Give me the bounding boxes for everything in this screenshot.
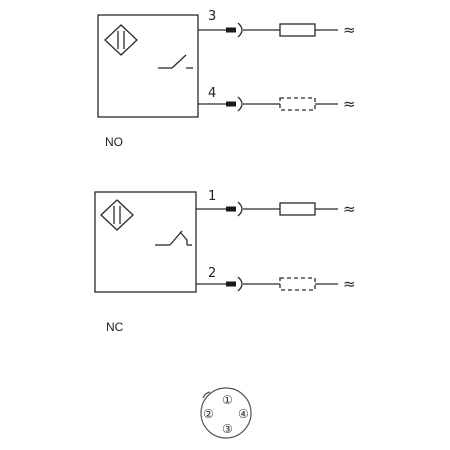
no-connector-top-icon <box>226 22 243 38</box>
connector-pin-2: ② <box>203 407 214 421</box>
nc-sensor-symbol-icon <box>100 199 134 231</box>
no-pin-bottom-label: 4 <box>208 86 216 101</box>
connector-pinout: ① ② ③ ④ <box>200 387 252 439</box>
no-section: 3 ≈ 4 ≈ NO <box>97 9 356 149</box>
nc-load-bottom-dashed <box>279 277 316 291</box>
connector-key-notch <box>202 391 211 399</box>
nc-ac-symbol-bottom: ≈ <box>343 275 356 293</box>
nc-connector-top-icon <box>226 201 243 217</box>
nc-section: 1 ≈ 2 ≈ NC <box>94 189 356 334</box>
nc-connector-bottom-icon <box>226 276 243 292</box>
nc-pin-bottom-label: 2 <box>208 266 216 281</box>
no-ac-symbol-top: ≈ <box>343 21 356 39</box>
nc-contact-switch-icon <box>155 230 192 246</box>
nc-ac-symbol-top: ≈ <box>343 200 356 218</box>
nc-sensor-box <box>94 191 197 293</box>
no-connector-bottom-icon <box>226 96 243 112</box>
connector-pin-1: ① <box>222 393 233 407</box>
no-load-top <box>279 23 316 37</box>
connector-pin-3: ③ <box>222 422 233 436</box>
no-contact-switch-icon <box>158 54 193 69</box>
connector-outline <box>200 387 252 439</box>
no-pin-top-label: 3 <box>208 9 216 24</box>
no-sensor-symbol-icon <box>104 24 138 56</box>
no-label: NO <box>105 135 123 149</box>
connector-pin-4: ④ <box>238 407 249 421</box>
nc-label: NC <box>106 320 124 334</box>
no-ac-symbol-bottom: ≈ <box>343 95 356 113</box>
no-load-bottom-dashed <box>279 97 316 111</box>
nc-pin-top-label: 1 <box>208 189 216 204</box>
nc-load-top <box>279 202 316 216</box>
no-sensor-box <box>97 14 199 118</box>
